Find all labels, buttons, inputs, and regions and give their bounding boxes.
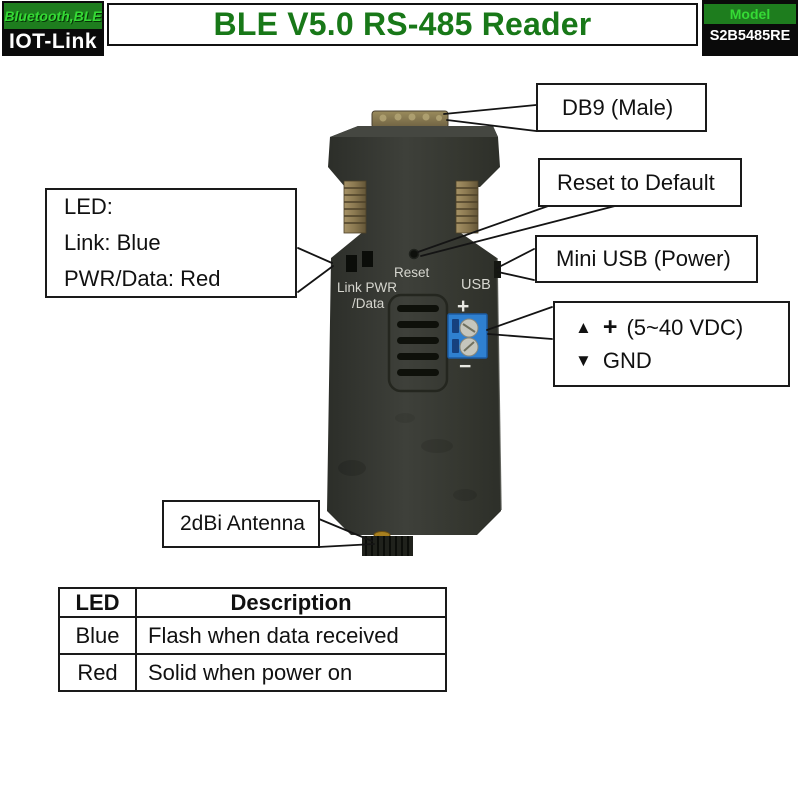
device-label-link-pwr: Link PWR bbox=[337, 280, 397, 295]
leader-antenna-a bbox=[318, 518, 373, 542]
device-label-minus: − bbox=[459, 355, 471, 378]
voltage-text: (5~40 VDC) bbox=[626, 314, 744, 340]
gnd-text: GND bbox=[602, 347, 652, 373]
led-spec-table: LED Description Blue Flash when data rec… bbox=[58, 587, 447, 692]
leader-db9-a bbox=[443, 104, 537, 115]
brand-logo: Bluetooth,BLE IOT-Link bbox=[2, 1, 104, 56]
callout-db9: DB9 (Male) bbox=[536, 83, 707, 132]
table-row: Blue Flash when data received bbox=[58, 616, 447, 655]
leader-db9-b bbox=[446, 119, 537, 132]
leader-reset-a bbox=[417, 204, 552, 253]
callout-mini-usb-text: Mini USB (Power) bbox=[556, 246, 731, 271]
table-row: Red Solid when power on bbox=[58, 653, 447, 692]
table-cell-description: Solid when power on bbox=[135, 653, 447, 692]
case-smudges bbox=[338, 413, 477, 501]
screw-post-right bbox=[455, 180, 479, 234]
callout-reset: Reset to Default bbox=[538, 158, 742, 207]
model-number: S2B5485RE bbox=[709, 28, 791, 44]
callout-led-line2: Link: Blue bbox=[64, 230, 161, 255]
device-label-usb: USB bbox=[461, 277, 491, 293]
led-window-pwr bbox=[362, 251, 373, 267]
callout-reset-text: Reset to Default bbox=[557, 169, 715, 195]
device-label-plus: + bbox=[457, 295, 469, 318]
table-header-row: LED Description bbox=[58, 587, 447, 618]
leader-power-b bbox=[487, 333, 553, 340]
brand-iotlink-label: IOT-Link bbox=[9, 29, 97, 53]
body-edge-highlight bbox=[496, 257, 502, 511]
db9-connector bbox=[371, 110, 449, 129]
down-triangle-icon: ▼ bbox=[575, 351, 592, 370]
brand-bluetooth-label: Bluetooth,BLE bbox=[4, 3, 102, 29]
leader-led-a bbox=[297, 247, 333, 264]
leader-reset-b bbox=[420, 205, 616, 257]
page-title-box: BLE V5.0 RS-485 Reader bbox=[107, 3, 698, 46]
callout-antenna-text: 2dBi Antenna bbox=[180, 512, 305, 535]
screw-post-left bbox=[343, 180, 367, 234]
callout-led-line3: PWR/Data: Red bbox=[64, 266, 221, 291]
leader-antenna-b bbox=[318, 543, 375, 548]
table-cell-led: Red bbox=[58, 653, 137, 692]
antenna-connector bbox=[362, 531, 413, 556]
up-triangle-icon: ▲ bbox=[575, 318, 592, 337]
callout-power: ▲ + (5~40 VDC) ▼ GND bbox=[553, 301, 790, 387]
callout-db9-text: DB9 (Male) bbox=[562, 94, 674, 120]
reset-hole bbox=[408, 248, 420, 260]
callout-antenna: 2dBi Antenna bbox=[162, 500, 320, 548]
page-title: BLE V5.0 RS-485 Reader bbox=[213, 6, 592, 42]
mini-usb-port bbox=[494, 261, 501, 278]
callout-power-line2: ▼ GND bbox=[575, 348, 652, 374]
device-label-data: /Data bbox=[352, 296, 385, 311]
callout-led: LED: Link: Blue PWR/Data: Red bbox=[45, 188, 297, 298]
table-header-description: Description bbox=[135, 587, 447, 618]
table-header-led: LED bbox=[58, 587, 137, 618]
leader-usb-b bbox=[497, 271, 535, 281]
leader-usb-a bbox=[496, 248, 535, 269]
leader-led-b bbox=[297, 265, 334, 293]
callout-mini-usb: Mini USB (Power) bbox=[535, 235, 758, 283]
device-label-reset: Reset bbox=[394, 265, 430, 280]
device-top-ridge bbox=[330, 126, 498, 137]
plus-icon: + bbox=[602, 313, 618, 341]
vent-panel bbox=[387, 293, 449, 393]
led-window-link bbox=[346, 255, 357, 272]
leader-power-a bbox=[486, 306, 553, 331]
callout-led-line1: LED: bbox=[64, 194, 113, 219]
table-cell-led: Blue bbox=[58, 616, 137, 655]
model-block: Model S2B5485RE bbox=[702, 0, 798, 56]
table-cell-description: Flash when data received bbox=[135, 616, 447, 655]
model-label: Model bbox=[704, 4, 796, 24]
power-terminal-block bbox=[447, 313, 488, 359]
leader-lines bbox=[297, 104, 616, 548]
callout-power-line1: ▲ + (5~40 VDC) bbox=[575, 315, 743, 341]
